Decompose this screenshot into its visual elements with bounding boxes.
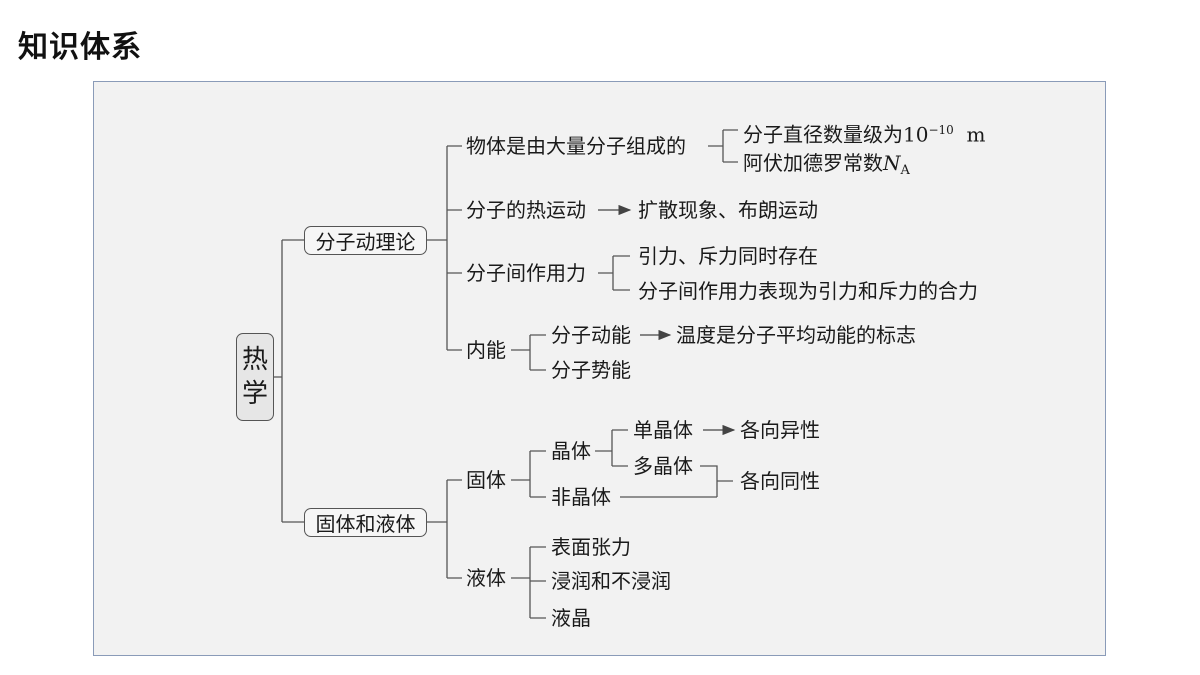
node-thermal-motion: 分子的热运动: [466, 198, 586, 222]
node-intermolecular-force: 分子间作用力: [466, 261, 586, 285]
node-internal-energy: 内能: [466, 338, 506, 362]
node-temperature-meaning: 温度是分子平均动能的标志: [676, 323, 916, 347]
node-polycrystal: 多晶体: [633, 454, 693, 478]
diameter-exponent: −10: [928, 123, 954, 137]
node-composition: 物体是由大量分子组成的: [466, 134, 686, 158]
node-kinetic-energy: 分子动能: [551, 323, 631, 347]
avogadro-subscript: A: [900, 163, 910, 178]
root-node-thermodynamics: 热 学: [236, 333, 274, 421]
node-liquid-crystal: 液晶: [551, 606, 591, 630]
avogadro-symbol: N: [883, 151, 901, 175]
node-surface-tension: 表面张力: [551, 535, 631, 559]
node-anisotropy: 各向异性: [740, 418, 820, 442]
branch-molecular-kinetic-theory: 分子动理论: [304, 226, 427, 255]
root-char-2: 学: [241, 379, 268, 409]
node-avogadro: 阿伏加德罗常数NA: [743, 151, 910, 183]
avogadro-text: 阿伏加德罗常数: [743, 151, 883, 175]
root-char-1: 热: [241, 345, 268, 375]
node-wetting: 浸润和不浸润: [551, 569, 671, 593]
page-title: 知识体系: [18, 30, 142, 65]
node-solid: 固体: [466, 468, 506, 492]
node-amorphous: 非晶体: [551, 485, 611, 509]
node-force-coexist: 引力、斥力同时存在: [638, 244, 818, 268]
branch-solids-and-liquids: 固体和液体: [304, 508, 427, 537]
node-potential-energy: 分子势能: [551, 358, 631, 382]
diameter-text: 分子直径数量级为10: [743, 122, 929, 147]
node-single-crystal: 单晶体: [633, 418, 693, 442]
node-force-net: 分子间作用力表现为引力和斥力的合力: [638, 279, 978, 303]
node-molecular-diameter: 分子直径数量级为10−10 m: [743, 118, 985, 147]
node-isotropy: 各向同性: [740, 469, 820, 493]
node-liquid: 液体: [466, 566, 506, 590]
diameter-unit: m: [966, 122, 986, 147]
node-crystal: 晶体: [551, 439, 591, 463]
node-diffusion-brownian: 扩散现象、布朗运动: [638, 198, 818, 222]
